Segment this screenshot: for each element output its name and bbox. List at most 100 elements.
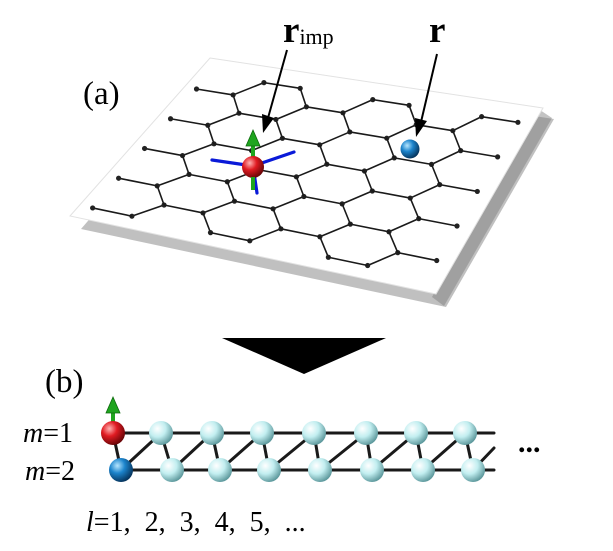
lattice-bond [452,115,482,132]
lattice-bond [272,195,305,210]
chain-site [308,458,332,482]
lattice-bond [213,143,252,152]
r-imp-label: rimp [283,10,334,51]
lattice-bond [349,131,387,139]
panel-a: (a) rimp r [69,10,554,307]
panel-b-label: (b) [45,364,83,400]
lattice-bond [408,105,417,125]
lattice-bond [275,106,307,121]
lattice-bond [388,231,399,253]
lattice-bond [226,181,236,202]
lattice-bond [363,170,374,192]
lattice-bond [118,177,158,187]
panel-b: (b) m=1 m=2 ... l=1, 2, 3, 4, 5, ... [23,364,541,538]
lattice-site [141,145,148,152]
lattice-bond [439,183,478,193]
lattice-bond [207,124,215,145]
lattice-bond [409,183,441,199]
arrow-head-icon [415,118,427,137]
lattice-site [116,175,122,181]
lattice-bond [232,94,240,114]
lattice-bond [131,204,165,217]
lattice-bond [299,88,308,108]
lattice-bond [341,203,352,225]
lattice-bond [372,190,411,199]
row-m2-label: m=2 [25,456,75,487]
chain-site [360,458,384,482]
lattice-bond [280,228,321,238]
arrow-head-icon [262,114,274,133]
lattice-site [167,116,174,122]
lattice-bond [388,217,420,233]
lattice-bond [430,164,441,185]
lattice-bond [303,195,343,205]
lattice-bond [202,200,235,214]
chain-sites [149,421,485,482]
lattice-bond [481,115,519,124]
panel-a-label: (a) [83,76,120,112]
r-imp-subscript: imp [299,24,333,49]
lattice-bond [156,185,165,206]
lattice-bond [188,173,228,183]
probe-atom [400,139,420,159]
lattice-bond [318,144,328,165]
impurity-atom [242,129,264,190]
lattice-site [90,205,96,211]
lattice-site [474,188,480,195]
chain-site [149,421,173,445]
lattice-bond [249,228,282,242]
lattice-bond [202,212,212,233]
lattice-bond [92,207,133,217]
lattice-bond [342,98,374,114]
probe-site-m2 [109,458,133,482]
lattice-bond [263,81,301,90]
lattice-bond [258,168,297,178]
impurity-site-m1 [101,421,125,445]
chain-site [257,458,281,482]
lattice-bond [182,143,215,157]
lattice-bond [181,155,190,175]
site-index-label: l=1, 2, 3, 4, 5, ... [86,507,306,538]
lattice-bond [296,163,328,178]
chain-ellipsis: ... [518,426,541,459]
lattice-bond [452,130,462,151]
lattice-bond [163,204,204,214]
lattice-bond [251,137,283,152]
row-m1-label: m=1 [23,418,73,449]
lattice-bond [364,157,395,172]
graphene-lattice [90,80,521,269]
chain-site [411,458,435,482]
lattice-bond [431,149,462,166]
chain-site [461,458,485,482]
lattice-bond [319,131,351,146]
lattice-bond [196,88,234,96]
lattice-bond [210,231,250,242]
spin-up-arrow-icon [105,396,121,414]
down-arrow-icon [222,338,386,374]
lattice-bond [386,137,396,159]
lattice-bond [232,81,265,96]
lattice-bond [319,236,330,258]
lattice-bond [170,117,208,127]
lattice-bond [367,251,399,267]
lattice-bond [328,256,368,267]
lattice-bond [460,149,498,158]
chain-site [404,421,428,445]
lattice-bond [319,223,351,238]
lattice-bond [234,200,274,210]
lattice-site [495,154,501,160]
lattice-site [193,86,200,92]
lattice-bond [418,217,458,227]
lattice-site [454,223,460,229]
lattice-bond [144,147,183,157]
lattice-bond [295,176,305,197]
chain-site [250,421,274,445]
lattice-bond [306,106,344,114]
lattice-bond [342,112,351,133]
chain-site [208,458,232,482]
lattice-site [515,119,521,125]
lattice-bond [397,251,437,262]
lattice-bond [350,223,390,233]
chain-site [453,421,477,445]
lattice-bond [326,163,365,172]
